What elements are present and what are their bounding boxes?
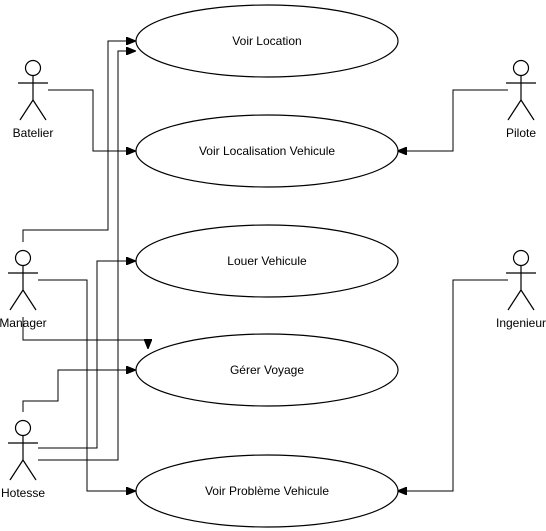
edge-manager-voir-probleme xyxy=(38,279,135,491)
use-case-louer-vehicule[interactable]: Louer Vehicule xyxy=(135,224,399,298)
use-case-label: Gérer Voyage xyxy=(230,363,304,377)
actor-pilote[interactable]: Pilote xyxy=(506,59,536,141)
actor-label: Hotesse xyxy=(1,486,45,500)
edge-hotesse-gerer-voyage xyxy=(22,370,135,412)
stick-figure-icon xyxy=(8,249,38,311)
edge-manager-voir-location xyxy=(22,41,135,242)
edge-hotesse-voir-location xyxy=(38,51,135,461)
edge-hotesse-louer-vehicule xyxy=(38,261,135,449)
edge-batelier-voir-localisation xyxy=(48,89,135,151)
use-case-label: Voir Localisation Vehicule xyxy=(199,144,335,158)
stick-figure-icon xyxy=(506,59,536,121)
stick-figure-icon xyxy=(506,249,536,311)
use-case-label: Voir Problème Vehicule xyxy=(205,484,329,498)
edge-ingenieur-voir-probleme xyxy=(398,279,508,491)
actor-label: Manager xyxy=(0,316,47,330)
use-case-voir-localisation-vehicule[interactable]: Voir Localisation Vehicule xyxy=(135,114,399,188)
actor-label: Batelier xyxy=(13,126,54,140)
use-case-label: Louer Vehicule xyxy=(227,254,307,268)
edge-manager-gerer-voyage xyxy=(22,317,148,348)
actor-label: Ingenieur xyxy=(496,316,546,330)
use-case-gerer-voyage[interactable]: Gérer Voyage xyxy=(135,333,399,407)
actor-hotesse[interactable]: Hotesse xyxy=(1,419,45,501)
use-case-voir-probleme-vehicule[interactable]: Voir Problème Vehicule xyxy=(135,454,399,528)
edge-pilote-voir-localisation xyxy=(398,89,508,151)
actor-label: Pilote xyxy=(506,126,536,140)
use-case-label: Voir Location xyxy=(232,34,301,48)
edges xyxy=(22,41,508,491)
stick-figure-icon xyxy=(18,59,48,121)
actor-ingenieur[interactable]: Ingenieur xyxy=(496,249,546,331)
actor-batelier[interactable]: Batelier xyxy=(13,59,54,141)
use-case-voir-location[interactable]: Voir Location xyxy=(135,4,399,78)
actor-manager[interactable]: Manager xyxy=(0,249,47,331)
stick-figure-icon xyxy=(8,419,38,481)
